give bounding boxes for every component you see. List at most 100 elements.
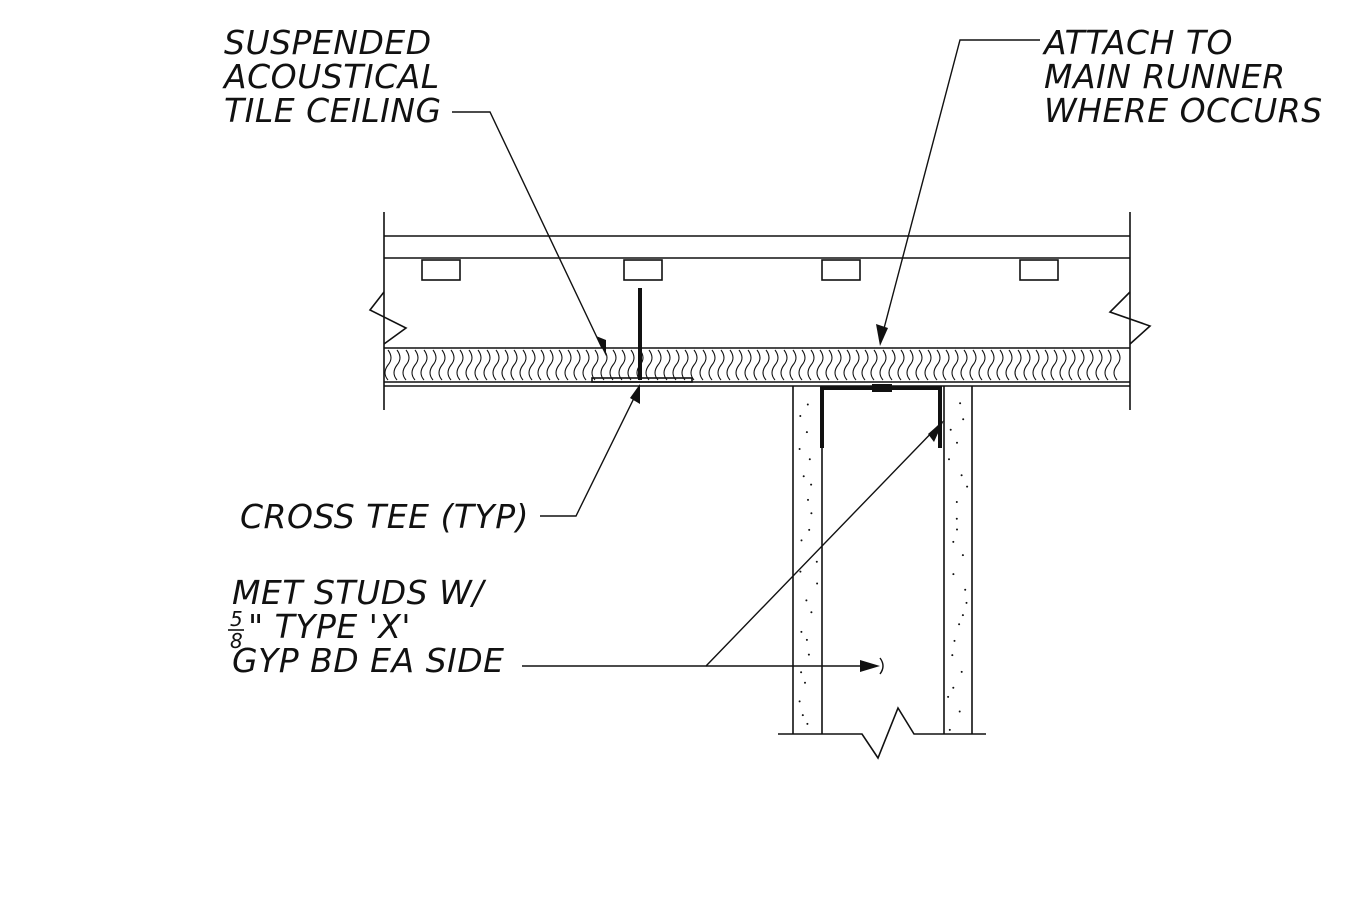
- label-attach-line3: WHERE OCCURS: [1044, 91, 1323, 130]
- tile-hatch-mark: [654, 349, 662, 381]
- gypsum-stipple-dot: [948, 728, 951, 731]
- arrowhead-attach: [876, 324, 888, 346]
- tile-hatch-mark: [888, 349, 896, 381]
- gypsum-stipple-dot: [808, 458, 811, 461]
- tile-hatch-pattern: [384, 349, 1121, 381]
- tile-hatch-mark: [420, 349, 428, 381]
- arrowhead-ceiling: [596, 336, 606, 356]
- leader-attach: [881, 39, 1040, 337]
- label-studs-line3: GYP BD EA SIDE: [232, 641, 505, 680]
- tile-hatch-mark: [852, 349, 860, 381]
- tile-hatch-mark: [717, 349, 725, 381]
- tile-hatch-mark: [1086, 349, 1094, 381]
- tile-hatch-mark: [825, 349, 833, 381]
- gypsum-stipple-dot: [798, 700, 801, 703]
- tile-hatch-mark: [1095, 349, 1103, 381]
- tile-hatch-mark: [1050, 349, 1058, 381]
- left-break-line: [368, 291, 408, 345]
- wall-bottom-break-line: [778, 706, 986, 760]
- tile-hatch-mark: [591, 349, 599, 381]
- gypsum-stipple-dot: [952, 540, 955, 543]
- tile-hatch-mark: [564, 349, 572, 381]
- gypsum-stipple-dot: [961, 554, 964, 557]
- label-cross-tee: CROSS TEE (TYP): [240, 497, 529, 536]
- gypsum-board-stipple: [798, 402, 969, 731]
- gypsum-stipple-dot: [798, 448, 801, 450]
- stud-tick: [879, 657, 884, 675]
- channel-2: [623, 259, 663, 281]
- tile-hatch-mark: [807, 349, 815, 381]
- tile-hatch-mark: [663, 349, 671, 381]
- arrowhead-studs-clip: [928, 420, 944, 442]
- partition-wall: [778, 386, 986, 760]
- label-studs-line2: " TYPE 'X': [248, 607, 411, 646]
- gypsum-stipple-dot: [956, 528, 958, 531]
- leader-cross-tee: [540, 389, 639, 517]
- gypsum-stipple-dot: [807, 653, 810, 656]
- gypsum-stipple-dot: [958, 710, 961, 713]
- tile-hatch-mark: [582, 349, 590, 381]
- tile-hatch-mark: [501, 349, 509, 381]
- tile-hatch-mark: [942, 349, 950, 381]
- tile-hatch-mark: [465, 349, 473, 381]
- tile-hatch-mark: [645, 349, 653, 381]
- tile-hatch-mark: [744, 349, 752, 381]
- tile-hatch-mark: [1005, 349, 1013, 381]
- tile-hatch-mark: [384, 349, 392, 381]
- gypsum-stipple-dot: [948, 458, 950, 461]
- tile-hatch-mark: [780, 349, 788, 381]
- gypsum-stipple-dot: [961, 614, 964, 617]
- gypsum-stipple-dot: [801, 714, 804, 717]
- tile-hatch-mark: [672, 349, 680, 381]
- channel-4: [1019, 259, 1059, 281]
- tile-hatch-mark: [915, 349, 923, 381]
- gypsum-stipple-dot: [964, 588, 967, 591]
- tile-hatch-mark: [402, 349, 410, 381]
- gypsum-stipple-dot: [955, 501, 958, 503]
- annotation-labels: SUSPENDED ACOUSTICAL TILE CEILING ATTACH…: [222, 23, 1323, 680]
- tile-hatch-mark: [447, 349, 455, 381]
- tile-hatch-mark: [924, 349, 932, 381]
- tile-hatch-mark: [1113, 349, 1121, 381]
- tile-hatch-mark: [1023, 349, 1031, 381]
- gypsum-stipple-dot: [952, 573, 955, 576]
- tile-hatch-mark: [438, 349, 446, 381]
- gypsum-stipple-dot: [810, 512, 813, 515]
- label-ceiling-line1: SUSPENDED: [224, 23, 432, 62]
- tile-hatch-mark: [690, 349, 698, 381]
- gypsum-stipple-dot: [807, 498, 809, 501]
- label-studs-line1: MET STUDS W/: [232, 573, 487, 612]
- tile-hatch-mark: [735, 349, 743, 381]
- gypsum-stipple-dot: [959, 402, 962, 405]
- tile-hatch-mark: [1041, 349, 1049, 381]
- tile-hatch-mark: [753, 349, 761, 381]
- tile-hatch-mark: [816, 349, 824, 381]
- tile-hatch-mark: [978, 349, 986, 381]
- tile-hatch-mark: [870, 349, 878, 381]
- label-ceiling-line3: TILE CEILING: [224, 91, 442, 130]
- tile-hatch-mark: [393, 349, 401, 381]
- channel-1: [421, 259, 461, 281]
- tile-hatch-mark: [1077, 349, 1085, 381]
- tile-hatch-mark: [681, 349, 689, 381]
- tile-hatch-mark: [519, 349, 527, 381]
- tile-hatch-mark: [861, 349, 869, 381]
- gypsum-stipple-dot: [805, 431, 808, 434]
- ceiling-assembly: [368, 212, 1152, 448]
- right-break-line: [1108, 291, 1152, 345]
- gypsum-stipple-dot: [805, 638, 808, 641]
- gypsum-stipple-dot: [947, 695, 950, 698]
- tile-hatch-mark: [843, 349, 851, 381]
- gypsum-stipple-dot: [800, 539, 803, 542]
- gypsum-stipple-dot: [816, 582, 819, 585]
- tile-hatch-mark: [1104, 349, 1112, 381]
- tile-hatch-mark: [618, 349, 626, 381]
- gypsum-stipple-dot: [802, 475, 805, 478]
- tile-hatch-mark: [798, 349, 806, 381]
- gypsum-stipple-dot: [951, 654, 954, 657]
- gypsum-stipple-dot: [815, 560, 818, 563]
- tile-hatch-mark: [492, 349, 500, 381]
- arrowhead-studs-stud: [860, 660, 880, 672]
- tile-hatch-mark: [429, 349, 437, 381]
